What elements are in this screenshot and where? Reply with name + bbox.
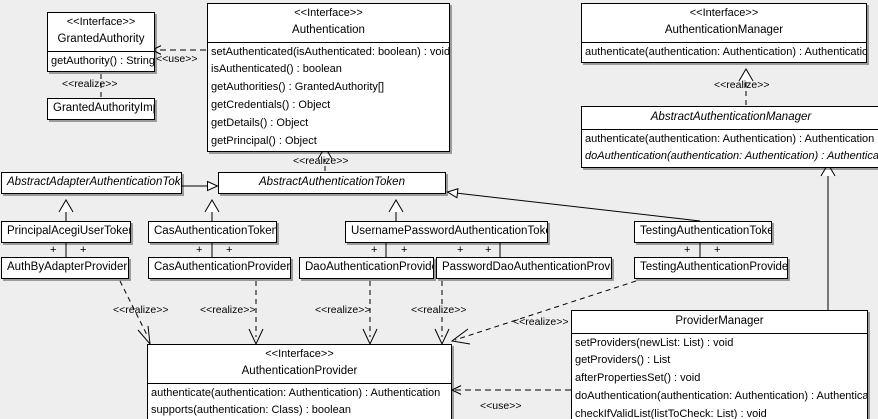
label-realize-casprovider: <<realize>> [200,304,256,316]
label-realize-daoprovider: <<realize>> [315,304,371,316]
class-header: <<Interface>> GrantedAuthority [48,13,154,52]
class-granted-authority[interactable]: <<Interface>> GrantedAuthority getAuthor… [47,12,155,73]
class-header: ProviderManager [572,311,867,334]
member-row: getProviders() : List [575,354,671,367]
class-members: authenticate(authentication: Authenticat… [148,384,451,419]
assoc-visibility-plus: + [196,244,203,256]
label-use-authentication-grantedauthority: <<use>> [156,53,198,65]
assoc-visibility-plus: + [50,244,57,256]
member-row: getAuthority() : String [51,54,155,67]
label-realize-passworddaoprovider: <<realize>> [411,304,467,316]
class-authentication-provider[interactable]: <<Interface>> AuthenticationProvider aut… [147,344,452,419]
class-provider-manager[interactable]: ProviderManager setProviders(newList: Li… [571,310,868,419]
stereotype-label: <<Interface>> [265,348,334,360]
class-name: CasAuthenticationToken [154,225,277,237]
class-granted-authority-impl[interactable]: GrantedAuthorityImpl [47,98,155,120]
member-row: afterPropertiesSet() : void [575,372,701,385]
member-row: getCredentials() : Object [211,99,331,112]
class-members: getAuthority() : String [48,52,154,72]
class-name: AbstractAuthenticationManager [650,111,812,123]
member-row: checkIfValidList(listToCheck: List) : vo… [575,407,767,419]
member-row: doAuthentication(authentication: Authent… [585,150,878,163]
class-name: ProviderManager [675,315,764,327]
class-name: CasAuthenticationProvider [154,261,291,273]
member-row: authenticate(authentication: Authenticat… [585,45,867,58]
class-dao-authentication-provider[interactable]: DaoAuthenticationProvider [299,257,434,279]
class-abstract-authentication-manager[interactable]: AbstractAuthenticationManager authentica… [581,106,878,169]
stereotype-label: <<Interface>> [294,7,363,19]
class-name: AuthByAdapterProvider [7,261,128,273]
class-authentication[interactable]: <<Interface>> Authentication setAuthenti… [207,3,450,153]
stereotype-label: <<Interface>> [66,16,136,28]
class-members: setProviders(newList: List) : void getPr… [572,334,867,419]
class-name: AbstractAdapterAuthenticationToken [2,173,181,193]
label-realize-authbyadapter: <<realize>> [113,304,169,316]
member-row: setAuthenticated(isAuthenticated: boolea… [211,45,450,58]
class-name: AuthenticationProvider [241,364,358,377]
stereotype-label: <<Interface>> [689,7,759,19]
class-members: setAuthenticated(isAuthenticated: boolea… [208,43,449,152]
class-auth-by-adapter-provider[interactable]: AuthByAdapterProvider [1,257,129,279]
class-authentication-manager[interactable]: <<Interface>> AuthenticationManager auth… [581,3,867,64]
class-abstract-adapter-authentication-token[interactable]: AbstractAdapterAuthenticationToken [1,172,182,194]
member-row: getDetails() : Object [211,116,309,129]
class-header: <<Interface>> AuthenticationManager [582,4,866,43]
class-members: authenticate(authentication: Authenticat… [582,130,878,168]
class-name: GrantedAuthorityImpl [53,102,155,114]
label-use-providermanager: <<use>> [480,400,522,412]
assoc-visibility-plus: + [80,244,87,256]
class-testing-authentication-token[interactable]: TestingAuthenticationToken [634,221,772,243]
class-name: PrincipalAcegiUserToken [7,225,131,237]
class-name: DaoAuthenticationProvider [305,261,434,273]
class-name-text: AbstractAuthenticationToken [259,176,405,188]
class-name: GrantedAuthority [57,32,145,45]
class-abstract-authentication-token[interactable]: AbstractAuthenticationToken [218,172,446,194]
assoc-visibility-plus: + [684,244,691,256]
member-row: authenticate(authentication: Authenticat… [585,132,875,145]
class-password-dao-authentication-provider[interactable]: PasswordDaoAuthenticationProvider [436,257,612,279]
class-header: <<Interface>> Authentication [208,4,449,43]
class-cas-authentication-provider[interactable]: CasAuthenticationProvider [148,257,291,279]
label-realize-abstract-token-authentication: <<realize>> [293,155,349,167]
class-name: PasswordDaoAuthenticationProvider [442,261,612,273]
member-row: getPrincipal() : Object [211,134,317,147]
class-name-text: AbstractAdapterAuthenticationToken [7,176,182,188]
label-realize-abstract-manager: <<realize>> [714,79,770,91]
class-cas-authentication-token[interactable]: CasAuthenticationToken [148,221,277,243]
assoc-visibility-plus: + [401,244,408,256]
assoc-visibility-plus: + [226,244,233,256]
assoc-visibility-plus: + [457,244,464,256]
assoc-visibility-plus: + [371,244,378,256]
class-principal-acegi-user-token[interactable]: PrincipalAcegiUserToken [1,221,131,243]
class-header: AbstractAuthenticationManager [582,107,878,130]
member-row: supports(authentication: Class) : boolea… [151,404,351,417]
class-testing-authentication-provider[interactable]: TestingAuthenticationProvider [634,257,788,279]
class-name: AbstractAuthenticationToken [219,173,445,193]
class-members: authenticate(authentication: Authenticat… [582,43,866,63]
member-row: isAuthenticated() : boolean [211,63,342,76]
member-row: getAuthorities() : GrantedAuthority[] [211,81,385,94]
class-username-password-authentication-token[interactable]: UsernamePasswordAuthenticationToken [345,221,548,243]
member-row: doAuthentication(authentication: Authent… [575,390,868,403]
member-row: setProviders(newList: List) : void [575,336,734,349]
label-realize-grantedauthorityimpl: <<realize>> [62,78,118,90]
class-name: TestingAuthenticationToken [640,225,772,237]
class-header: <<Interface>> AuthenticationProvider [148,345,451,384]
class-name: Authentication [292,23,365,36]
label-realize-testingprovider: <<realize>> [513,316,569,328]
assoc-visibility-plus: + [714,244,721,256]
edge-testing-token-generalization [446,188,701,222]
class-name: TestingAuthenticationProvider [640,261,788,273]
assoc-visibility-plus: + [485,244,492,256]
member-row: authenticate(authentication: Authenticat… [151,386,441,399]
class-name: AuthenticationManager [664,23,784,36]
class-name: UsernamePasswordAuthenticationToken [351,225,548,237]
